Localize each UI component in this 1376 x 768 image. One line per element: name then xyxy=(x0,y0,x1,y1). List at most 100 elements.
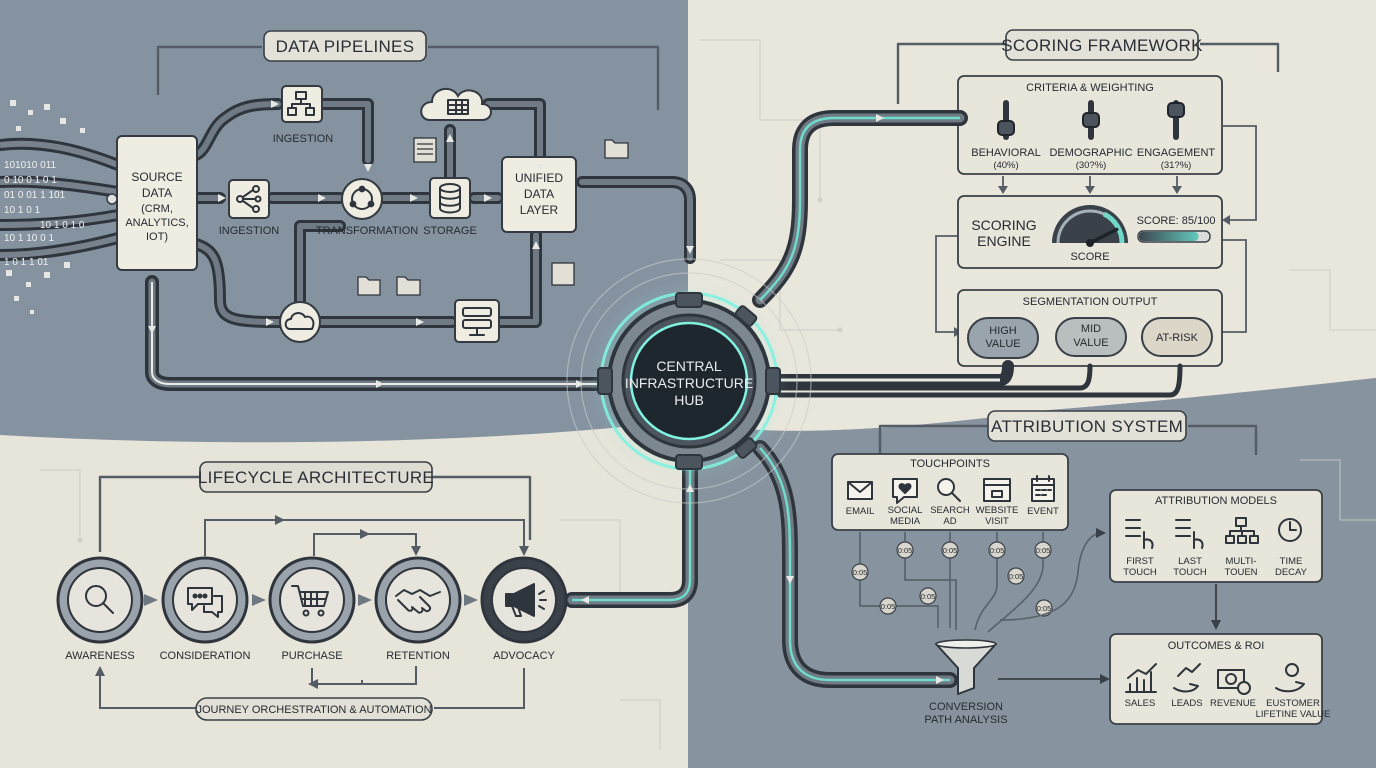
svg-text:CONVERSION: CONVERSION xyxy=(929,701,1003,713)
svg-text:AT-RISK: AT-RISK xyxy=(1156,332,1199,344)
svg-text:LEADS: LEADS xyxy=(1171,698,1202,709)
database-icon xyxy=(439,183,461,214)
score-bar-fill xyxy=(1139,232,1199,241)
svg-text:10 1 0 1: 10 1 0 1 xyxy=(4,205,41,216)
flow-arrow xyxy=(532,241,540,249)
attribution-system-banner: ATTRIBUTION SYSTEM xyxy=(987,410,1187,442)
svg-text:0:05: 0:05 xyxy=(881,602,896,611)
flow-arrow xyxy=(936,676,944,684)
svg-text:0 10 0 1 0 1: 0 10 0 1 0 1 xyxy=(4,175,57,186)
attribution-models-box: ATTRIBUTION MODELS FIRST TOUCH LAST TOUC… xyxy=(1109,489,1323,583)
svg-text:0:05: 0:05 xyxy=(1009,572,1024,581)
svg-text:0:05: 0:05 xyxy=(898,546,913,555)
svg-text:SALES: SALES xyxy=(1125,698,1156,709)
svg-text:ENGINE: ENGINE xyxy=(977,233,1031,249)
pipelines-panel-bg xyxy=(0,0,688,443)
storage-node: STORAGE xyxy=(423,177,477,237)
svg-text:1 0 1 1 01: 1 0 1 1 01 xyxy=(4,257,49,268)
revenue-money-icon xyxy=(1217,669,1251,695)
svg-text:VISIT: VISIT xyxy=(985,516,1009,527)
flow-arrow xyxy=(536,164,544,172)
multi-touch-icon xyxy=(1225,517,1259,544)
svg-text:SCORE: SCORE xyxy=(1070,251,1109,263)
score-gauge xyxy=(1052,205,1128,247)
svg-text:TIME: TIME xyxy=(1280,556,1303,567)
svg-text:INGESTION: INGESTION xyxy=(273,133,334,145)
flow-arrow xyxy=(686,246,694,254)
svg-text:SEGMENTATION OUTPUT: SEGMENTATION OUTPUT xyxy=(1023,296,1158,308)
svg-text:(CRM,: (CRM, xyxy=(141,203,173,215)
server-node-bottom xyxy=(454,299,500,343)
flow-arrow xyxy=(148,326,156,334)
svg-text:IOT): IOT) xyxy=(146,231,168,243)
flow-arrow xyxy=(786,576,794,584)
pipe-core xyxy=(193,241,285,325)
pipe-core xyxy=(315,101,371,163)
magnifier-icon xyxy=(85,585,114,614)
svg-text:0:05: 0:05 xyxy=(990,546,1005,555)
sales-chart-icon xyxy=(1125,663,1157,693)
pipe-core xyxy=(497,232,539,325)
stage-purchase: PURCHASE xyxy=(268,556,356,662)
megaphone-icon xyxy=(505,583,547,617)
svg-text:(31?%): (31?%) xyxy=(1161,160,1192,171)
slider-knob[interactable] xyxy=(997,120,1015,136)
svg-text:TRANSFORMATION: TRANSFORMATION xyxy=(316,225,419,237)
flow-arrow xyxy=(484,194,492,202)
svg-text:(40%): (40%) xyxy=(993,160,1018,171)
cycle-icon xyxy=(349,185,375,210)
last-touch-icon xyxy=(1175,519,1204,549)
source-data-box: SOURCE DATA (CRM, ANALYTICS, IOT) xyxy=(106,135,198,271)
scoring-framework-section: SCORING FRAMEWORK CRITERIA & WEIGHTING B… xyxy=(896,29,1280,367)
server-icon xyxy=(462,307,492,336)
network-icon xyxy=(236,185,262,213)
flow-arrow xyxy=(376,380,384,388)
stage-advocacy: ADVOCACY xyxy=(480,556,568,662)
svg-text:VALUE: VALUE xyxy=(985,338,1020,350)
journey-orchestration-pill: JOURNEY ORCHESTRATION & AUTOMATION xyxy=(195,697,433,721)
flow-arrow xyxy=(218,194,226,202)
chat-heart-icon xyxy=(892,478,918,504)
ingestion-top-node: INGESTION xyxy=(273,85,334,145)
flow-arrow xyxy=(364,164,372,172)
lifecycle-architecture-section: LIFECYCLE ARCHITECTURE xyxy=(56,461,568,721)
touchpoint-tokens: 0:05 0:05 0:05 0:05 0:05 0:05 0:05 0:05 … xyxy=(851,541,1053,617)
pipe-highlight xyxy=(151,282,598,385)
svg-text:EMAIL: EMAIL xyxy=(846,506,875,517)
browser-icon xyxy=(983,478,1011,502)
time-decay-icon xyxy=(1278,518,1302,542)
ingestion-mid-node: INGESTION xyxy=(219,179,280,237)
svg-text:0:05: 0:05 xyxy=(1037,604,1052,613)
svg-text:INGESTION: INGESTION xyxy=(219,225,280,237)
svg-text:LIFETINE VALUE: LIFETINE VALUE xyxy=(1256,709,1331,720)
svg-text:CENTRAL: CENTRAL xyxy=(656,358,722,374)
scoring-framework-banner: SCORING FRAMEWORK xyxy=(1001,29,1203,61)
leads-hand-icon xyxy=(1173,663,1201,693)
svg-text:HIGH: HIGH xyxy=(989,325,1017,337)
svg-text:HUB: HUB xyxy=(674,392,704,408)
svg-text:0:05: 0:05 xyxy=(1036,546,1051,555)
first-touch-icon xyxy=(1125,519,1154,549)
svg-text:TOUCH: TOUCH xyxy=(1123,567,1157,578)
lifecycle-architecture-banner: LIFECYCLE ARCHITECTURE xyxy=(198,461,434,493)
svg-text:101010 011: 101010 011 xyxy=(4,160,57,171)
svg-text:PURCHASE: PURCHASE xyxy=(281,650,342,662)
svg-text:AWARENESS: AWARENESS xyxy=(65,650,134,662)
server-stack-icon xyxy=(447,99,469,115)
slider-knob[interactable] xyxy=(1167,102,1185,118)
svg-text:TOUEN: TOUEN xyxy=(1224,567,1257,578)
svg-text:ANALYTICS,: ANALYTICS, xyxy=(125,217,188,229)
svg-text:JOURNEY ORCHESTRATION & AUTOMA: JOURNEY ORCHESTRATION & AUTOMATION xyxy=(196,704,431,716)
pipe-core xyxy=(579,179,693,261)
stage-consideration: CONSIDERATION xyxy=(160,556,251,662)
stage-retention: RETENTION xyxy=(374,556,462,662)
unified-data-layer-box: UNIFIED DATA LAYER xyxy=(501,156,577,233)
slider-knob[interactable] xyxy=(1082,112,1100,128)
svg-text:LAYER: LAYER xyxy=(520,203,559,217)
svg-text:CONSIDERATION: CONSIDERATION xyxy=(160,650,251,662)
svg-text:10 1 0 1 0: 10 1 0 1 0 xyxy=(40,220,85,231)
circuit-traces xyxy=(40,39,1376,750)
envelope-icon xyxy=(847,481,873,500)
svg-text:CRITERIA & WEIGHTING: CRITERIA & WEIGHTING xyxy=(1026,82,1154,94)
